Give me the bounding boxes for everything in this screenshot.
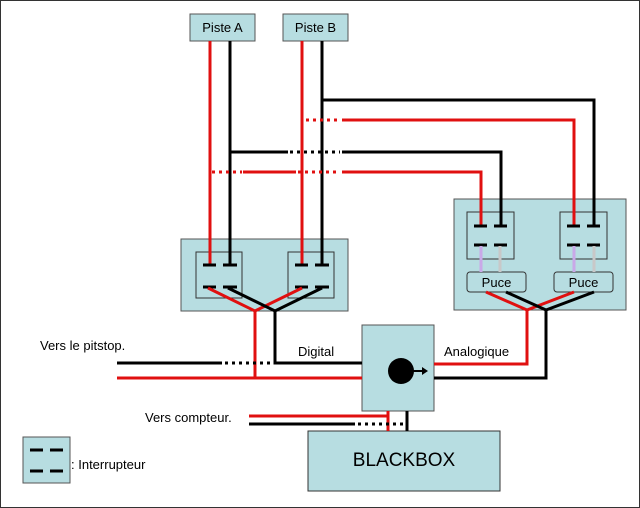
analog-merge-red bbox=[434, 290, 575, 366]
wire-b-red-to-analog bbox=[306, 118, 576, 226]
analog-switch-contacts bbox=[474, 224, 600, 247]
selector-arrowhead-icon bbox=[422, 367, 428, 375]
digital-merge-black bbox=[227, 286, 362, 365]
blackbox-label: BLACKBOX bbox=[352, 450, 456, 471]
legend-text: : Interrupteur bbox=[71, 457, 146, 472]
wire-counter bbox=[249, 411, 409, 431]
switch-a-digital bbox=[195, 251, 243, 299]
analog-label: Analogique bbox=[444, 344, 510, 359]
wire-a-black-to-analog bbox=[230, 150, 503, 226]
piste-b-box bbox=[282, 13, 349, 42]
legend-switch-contacts bbox=[30, 448, 63, 473]
wire-a-red-to-analog bbox=[212, 170, 483, 226]
analog-merge-black bbox=[434, 290, 595, 380]
digital-merge-red bbox=[207, 286, 303, 378]
piste-a-box bbox=[189, 13, 256, 42]
digital-switch-contacts bbox=[203, 263, 329, 289]
counter-label: Vers compteur. bbox=[145, 410, 232, 425]
pitstop-label: Vers le pitstop. bbox=[40, 338, 126, 353]
selector-knob-icon bbox=[388, 358, 414, 384]
switch-b-digital bbox=[287, 251, 335, 299]
switch-a-analog bbox=[466, 211, 515, 260]
chip-label-1: Puce bbox=[481, 274, 512, 290]
chip-leads bbox=[479, 246, 596, 272]
piste-a-label: Piste A bbox=[202, 20, 243, 35]
digital-label: Digital bbox=[298, 344, 335, 359]
piste-b-label: Piste B bbox=[294, 20, 337, 35]
chip-box-1 bbox=[466, 271, 527, 293]
blackbox-box bbox=[307, 430, 501, 492]
wire-pitstop bbox=[117, 361, 362, 380]
wire-b-black-to-analog bbox=[322, 98, 596, 226]
switch-b-analog bbox=[559, 211, 608, 260]
chip-box-2 bbox=[553, 271, 614, 293]
legend-switch-symbol bbox=[22, 436, 71, 484]
chip-label-2: Puce bbox=[568, 274, 599, 290]
